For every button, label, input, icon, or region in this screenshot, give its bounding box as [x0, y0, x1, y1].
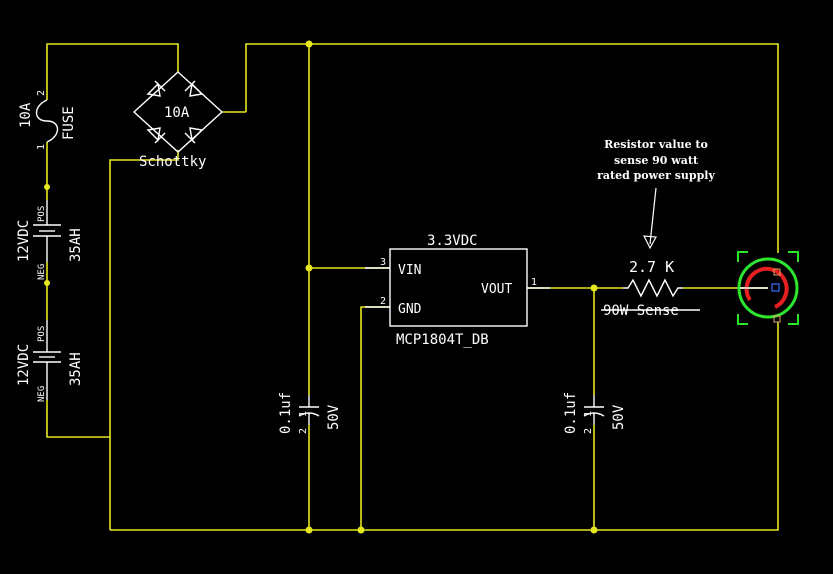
battery-top[interactable]: 12VDC 35AH POS NEG	[16, 200, 84, 280]
regulator-vout-label: VOUT	[481, 282, 512, 297]
junction-dot	[305, 40, 313, 48]
bridge-rating: 10A	[164, 105, 190, 121]
resistor-value: 2.7 K	[629, 258, 674, 276]
wire-bridge-to-ground[interactable]	[109, 150, 179, 530]
regulator-part: MCP1804T_DB	[396, 332, 489, 348]
annotation-line1: Resistor value to	[604, 138, 708, 151]
battery-bottom[interactable]: 12VDC 35AH POS NEG	[16, 320, 84, 402]
battery-top-neg: NEG	[37, 264, 47, 280]
wire-fuse-to-bridge[interactable]	[46, 43, 179, 100]
annotation-arrow	[649, 187, 657, 245]
battery-bottom-neg: NEG	[37, 386, 47, 402]
battery-bottom-capacity: 35AH	[68, 352, 84, 386]
battery-top-voltage: 12VDC	[16, 220, 32, 262]
battery-bottom-voltage: 12VDC	[16, 344, 32, 386]
arrow-head-icon	[642, 235, 657, 250]
fuse-rating: 10A	[18, 102, 34, 128]
regulator-pin-vout: 1	[531, 277, 537, 288]
wire-battery-to-bridge[interactable]	[46, 400, 110, 438]
annotation: Resistor value to sense 90 watt rated po…	[597, 138, 715, 250]
regulator-gnd-label: GND	[398, 302, 422, 317]
wire-top-rail[interactable]	[245, 43, 779, 253]
junction-dot	[44, 184, 50, 190]
diode-icon	[146, 80, 204, 144]
junction-dot	[590, 284, 598, 292]
led-red-arc	[744, 266, 789, 309]
regulator-vin-label: VIN	[398, 263, 421, 278]
led-terminal[interactable]	[737, 251, 799, 325]
cap-left-pin-bottom: 2	[298, 428, 309, 434]
cap-left-voltage: 50V	[326, 404, 342, 430]
regulator-pin-vin: 3	[380, 257, 386, 268]
battery-bottom-pos: POS	[37, 326, 47, 342]
fuse-name: FUSE	[61, 106, 77, 140]
regulator-pin-gnd: 2	[380, 296, 386, 307]
fuse[interactable]: 10A FUSE 2 1	[18, 90, 77, 150]
wire-gnd[interactable]	[360, 306, 390, 530]
led-outer-ring	[737, 257, 799, 319]
cap-right-value: 0.1uf	[563, 392, 579, 434]
anchor-handle	[771, 283, 780, 292]
regulator[interactable]: 3.3VDC MCP1804T_DB VIN GND VOUT 3 2 1	[365, 233, 550, 348]
bridge-name: Schottky	[139, 154, 206, 170]
junction-dot	[357, 526, 365, 534]
annotation-line2: sense 90 watt	[614, 154, 699, 167]
annotation-line3: rated power supply	[597, 169, 715, 182]
fuse-pin-top: 2	[36, 90, 47, 96]
anchor-handle	[773, 268, 781, 276]
junction-dot	[305, 526, 313, 534]
junction-dot	[44, 280, 50, 286]
anchor-handle	[773, 315, 781, 323]
cap-right-voltage: 50V	[611, 404, 627, 430]
cap-right-pin-top: 1	[583, 411, 594, 417]
junctions	[44, 40, 598, 534]
cap-left-value: 0.1uf	[278, 392, 294, 434]
wire-ground-rail[interactable]	[110, 322, 779, 531]
battery-top-pos: POS	[37, 206, 47, 222]
fuse-pin-bottom: 1	[36, 144, 47, 150]
junction-dot	[305, 264, 313, 272]
bridge-rectifier[interactable]: 10A Schottky	[132, 71, 224, 170]
junction-dot	[590, 526, 598, 534]
capacitor-left[interactable]: 0.1uf 50V 1 2	[278, 392, 342, 434]
selection-brackets	[737, 251, 799, 325]
resistor[interactable]: 2.7 K 90W Sense	[601, 258, 700, 319]
battery-top-capacity: 35AH	[68, 228, 84, 262]
cap-left-pin-top: 1	[298, 411, 309, 417]
resistor-name: 90W Sense	[603, 303, 679, 319]
cap-right-pin-bottom: 2	[583, 428, 594, 434]
regulator-voltage: 3.3VDC	[427, 233, 478, 249]
capacitor-right[interactable]: 0.1uf 50V 1 2	[563, 392, 627, 434]
